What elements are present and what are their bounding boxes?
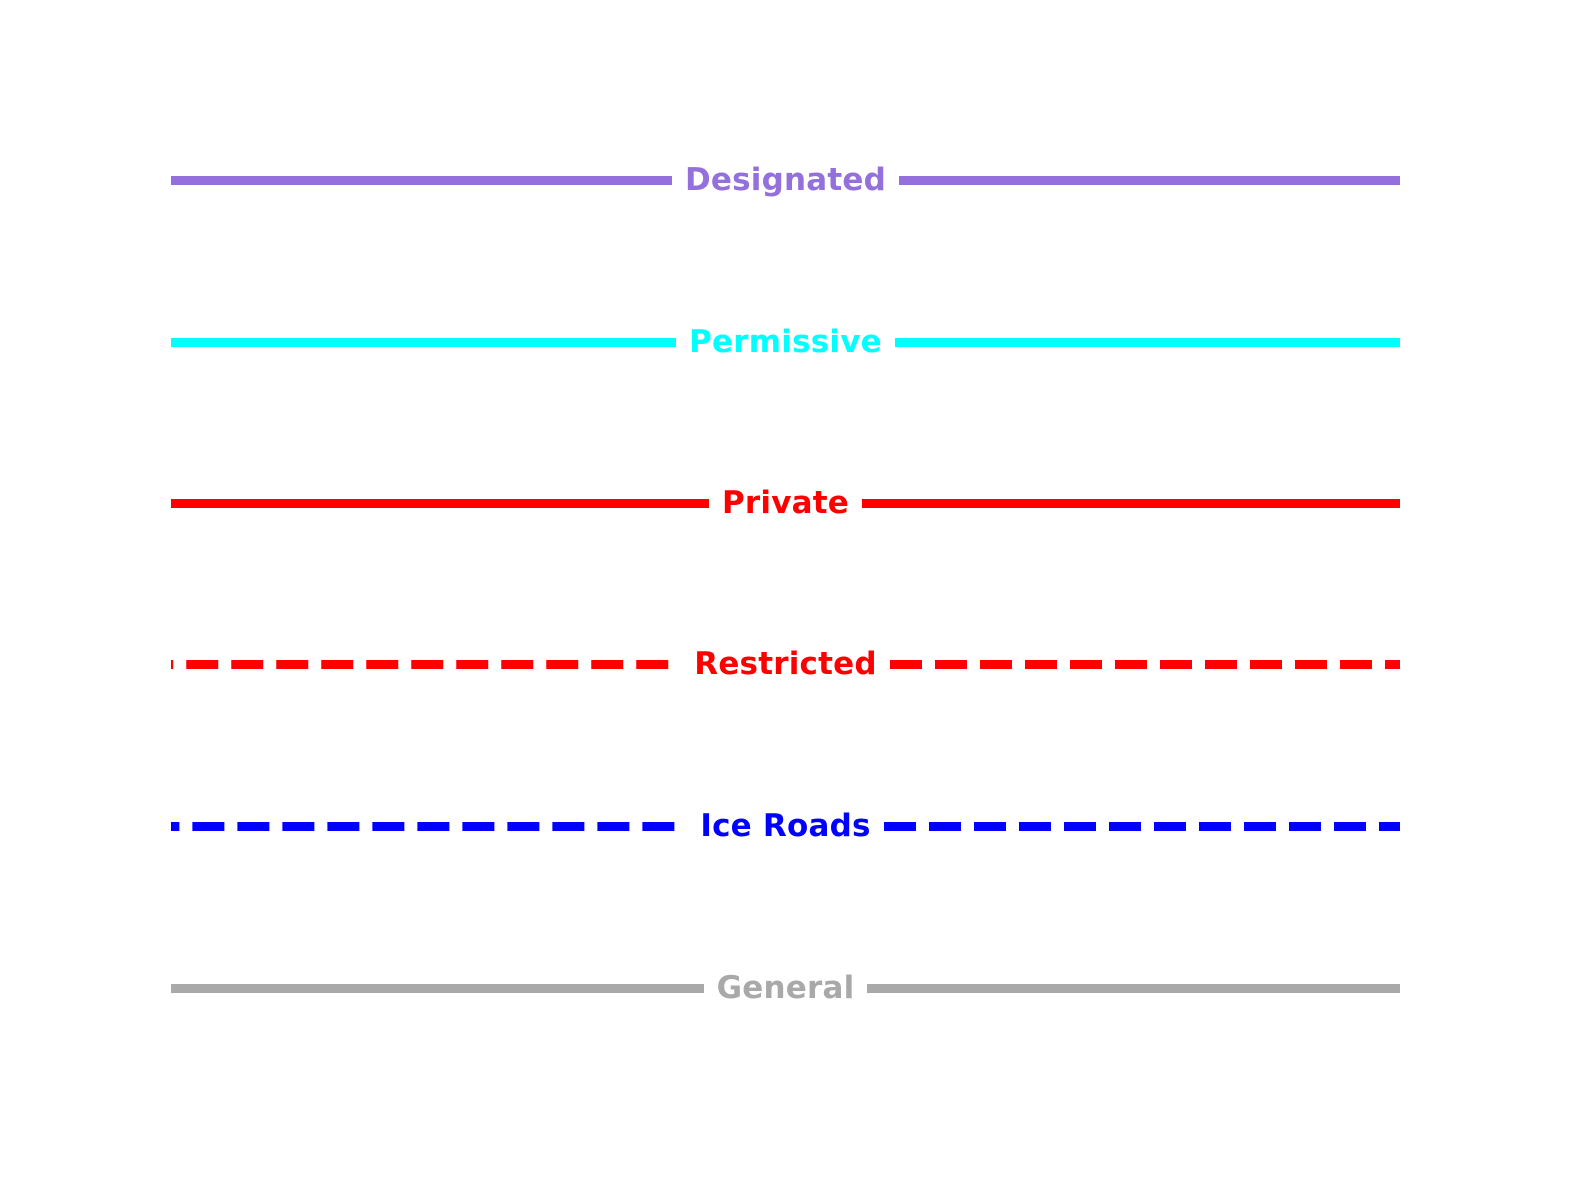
line-swatch-right-ice-roads (883, 821, 1401, 831)
line-swatch-right-designated (899, 175, 1400, 185)
line-swatch-left-private (171, 498, 709, 508)
line-swatch-left-ice-roads (171, 821, 688, 831)
legend-label-ice-roads: Ice Roads (700, 807, 871, 844)
legend-label-designated: Designated (684, 161, 887, 198)
legend-row-private[interactable]: Private (171, 480, 1401, 526)
legend-row-restricted[interactable]: Restricted (171, 641, 1400, 687)
line-swatch-right-private (862, 498, 1401, 508)
legend-label-restricted: Restricted (694, 645, 877, 682)
line-swatch-right-permissive (894, 337, 1401, 347)
legend-row-ice-roads[interactable]: Ice Roads (171, 803, 1401, 849)
legend-label-private: Private (722, 484, 850, 521)
legend-row-general[interactable]: General (171, 965, 1400, 1011)
line-swatch-left-designated (171, 175, 672, 185)
line-swatch-left-restricted (171, 659, 682, 669)
line-swatch-right-restricted (889, 659, 1400, 669)
legend-row-permissive[interactable]: Permissive (171, 319, 1401, 365)
legend-label-permissive: Permissive (689, 323, 882, 360)
legend-row-designated[interactable]: Designated (171, 157, 1400, 203)
line-swatch-right-general (867, 983, 1400, 993)
line-swatch-left-permissive (171, 337, 677, 347)
line-swatch-left-general (171, 983, 704, 993)
legend-label-general: General (716, 969, 855, 1006)
